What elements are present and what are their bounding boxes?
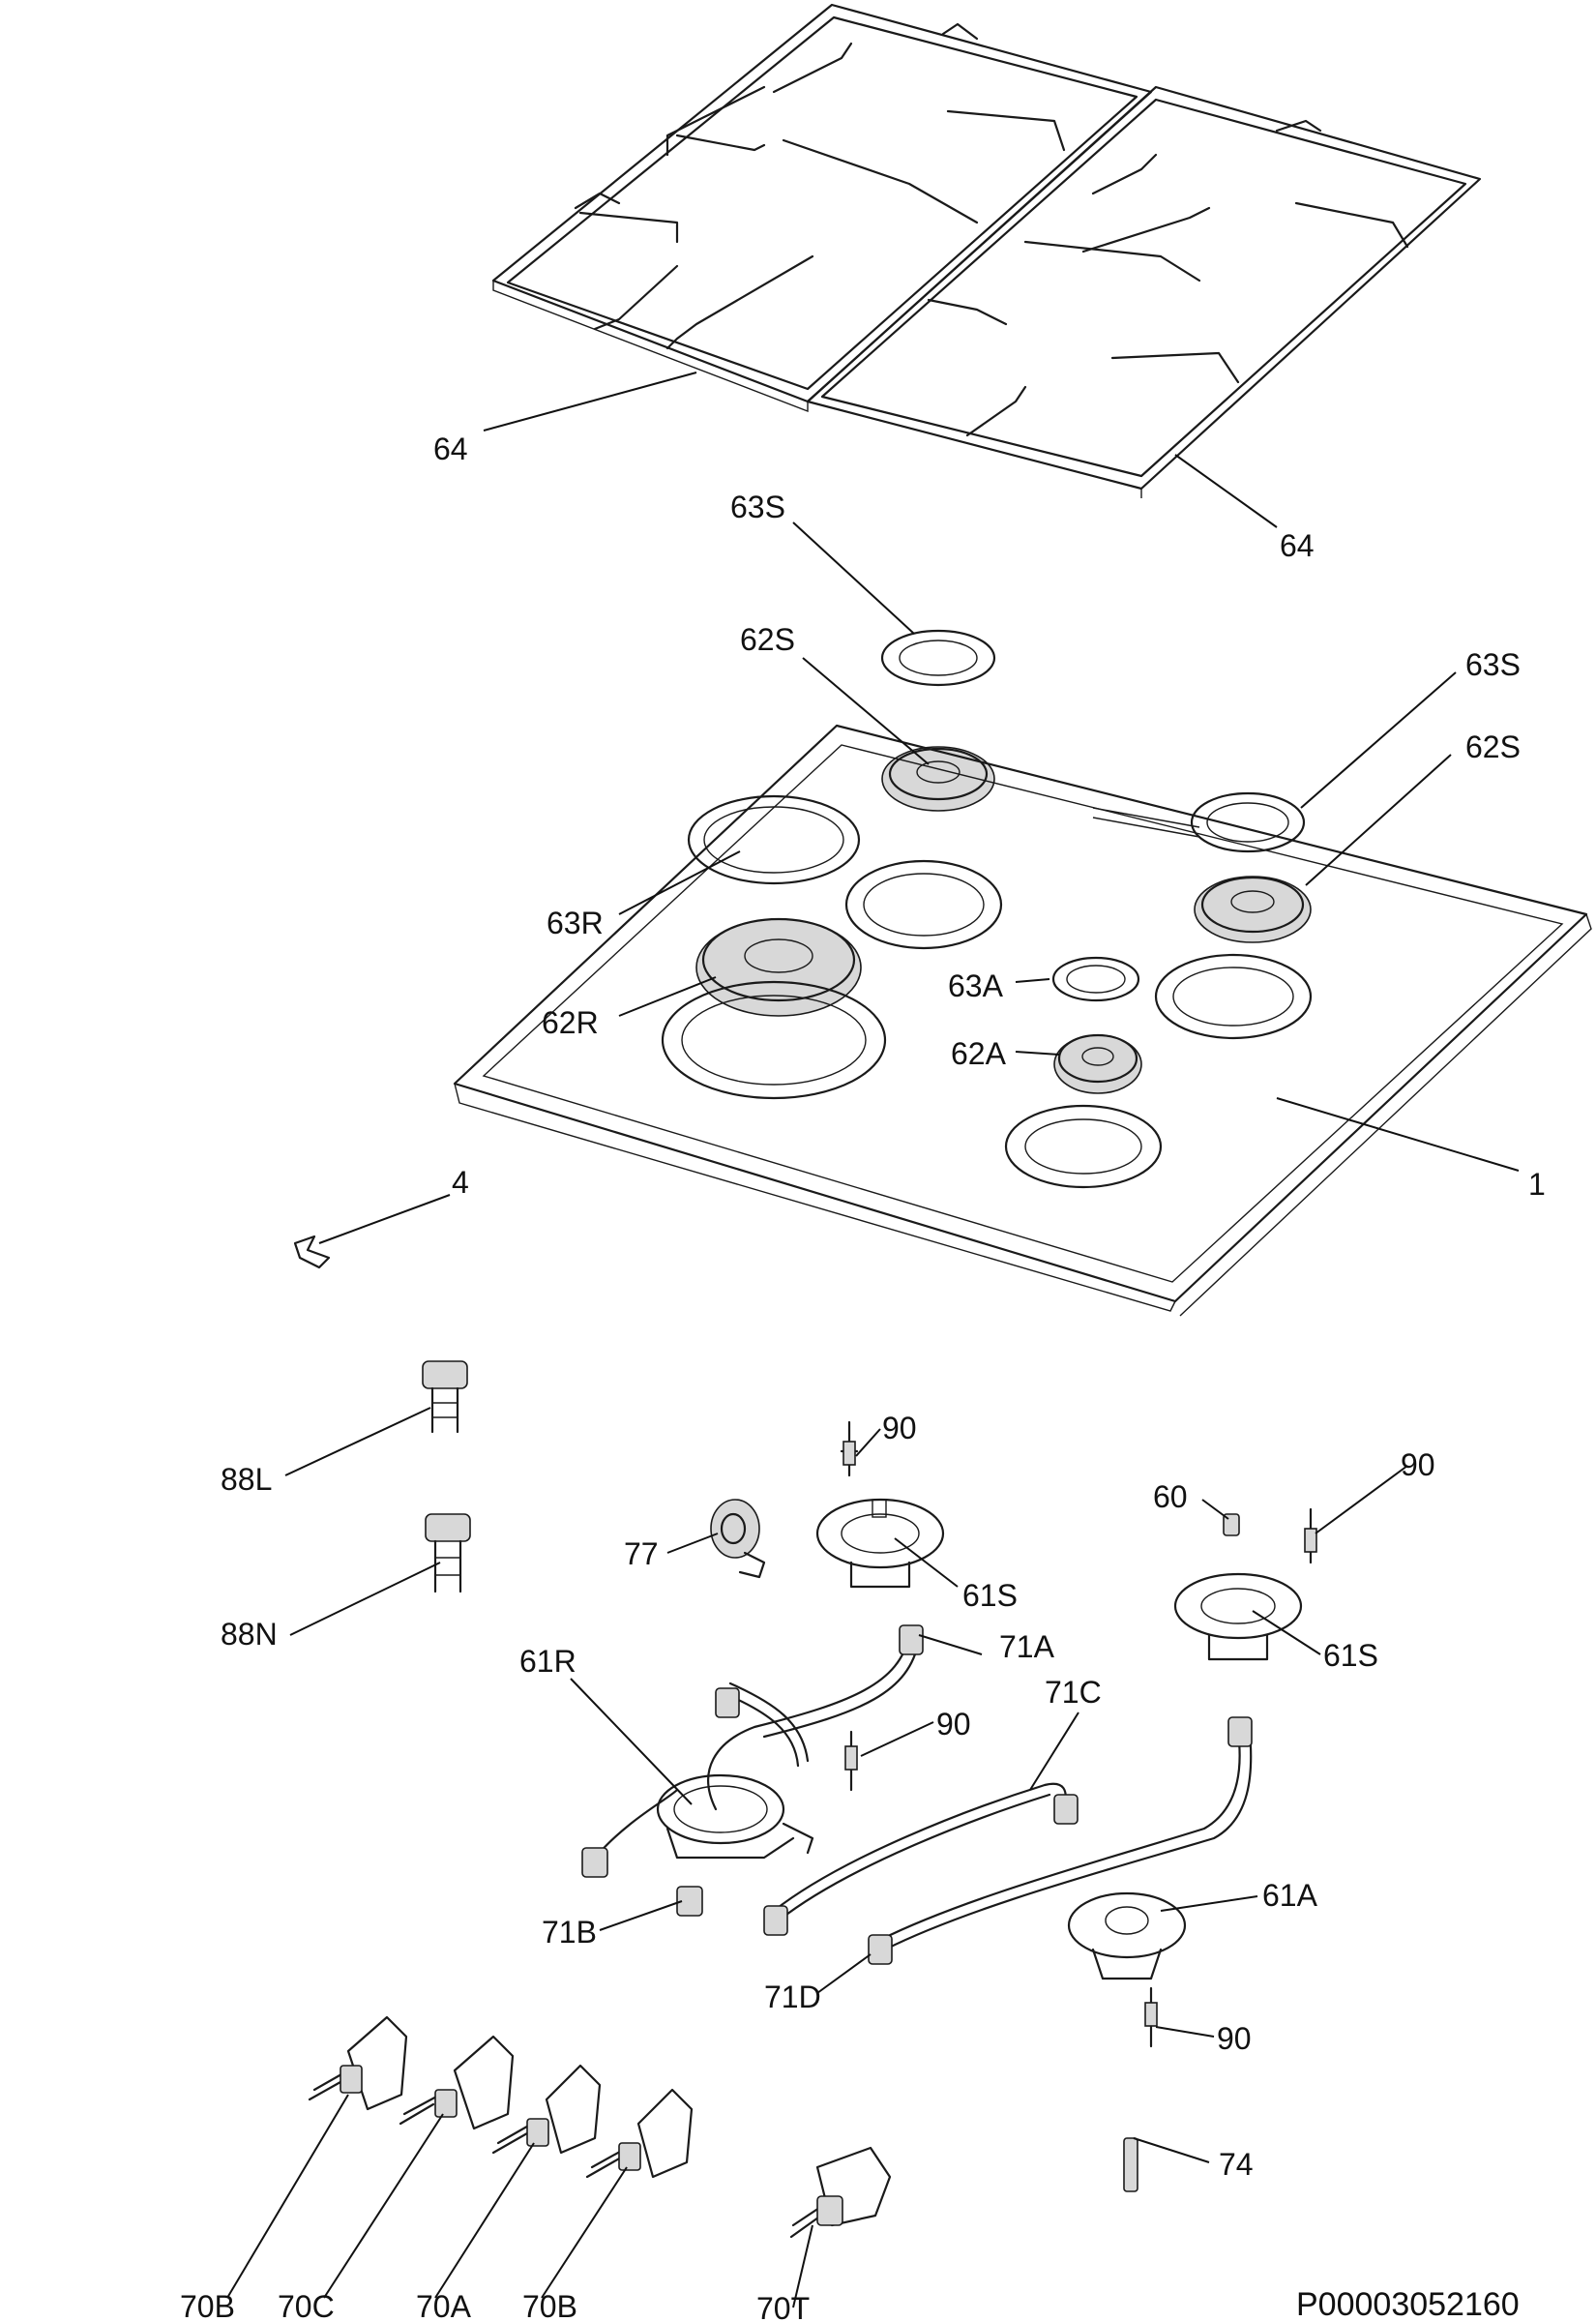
burner-body-61s-left xyxy=(815,1498,945,1589)
callout-70c: 70C xyxy=(278,2289,335,2322)
gas-pipe-71a xyxy=(707,1624,924,1811)
hob-top-panel xyxy=(453,724,1592,1317)
gas-pipe-71c xyxy=(763,1782,1079,1936)
gas-pipe-71b xyxy=(581,1682,810,1917)
elbow-fitting-77 xyxy=(710,1499,766,1579)
callout-90-b: 90 xyxy=(1401,1447,1435,1482)
thermocouple-74 xyxy=(1123,2137,1138,2192)
callout-90-c: 90 xyxy=(936,1707,971,1742)
ignition-electrode-90-b xyxy=(1304,1507,1317,1564)
callout-88n: 88N xyxy=(221,1617,278,1652)
gas-tap-70t xyxy=(789,2146,892,2239)
gas-tap-70b-2 xyxy=(585,2088,694,2179)
callout-64-right: 64 xyxy=(1280,528,1315,563)
burner-body-61s-right xyxy=(1173,1572,1303,1661)
burner-crown-62a xyxy=(1053,1033,1142,1094)
callout-70b-2: 70B xyxy=(522,2289,577,2322)
ignition-electrode-90-a xyxy=(840,1420,859,1477)
burner-body-61r xyxy=(656,1773,814,1860)
document-code: P00003052160 xyxy=(1296,2286,1520,2322)
burner-crown-62r xyxy=(695,917,862,1017)
clip-part-4 xyxy=(293,1235,331,1269)
burner-cap-63s-right xyxy=(1190,791,1306,853)
burner-crown-62s-top xyxy=(881,746,995,812)
gas-connector-88n xyxy=(425,1513,471,1593)
pan-support-left xyxy=(491,3,1153,413)
burner-body-61a xyxy=(1067,1891,1187,1980)
callout-61s-right: 61S xyxy=(1323,1638,1378,1673)
callout-62s-right: 62S xyxy=(1465,729,1521,764)
callout-70t: 70T xyxy=(756,2291,810,2322)
callout-74: 74 xyxy=(1219,2147,1254,2182)
callout-61s-left: 61S xyxy=(962,1578,1018,1613)
callout-1: 1 xyxy=(1528,1167,1546,1202)
callout-70a: 70A xyxy=(416,2289,472,2322)
callout-61r: 61R xyxy=(519,1644,576,1679)
callout-70b-1: 70B xyxy=(180,2289,235,2322)
callout-90-a: 90 xyxy=(882,1411,917,1445)
ignition-electrode-90-c xyxy=(844,1730,858,1792)
callout-71a: 71A xyxy=(999,1629,1055,1664)
gas-pipe-71d xyxy=(868,1716,1253,1965)
callout-63s-right: 63S xyxy=(1465,647,1521,682)
callout-60: 60 xyxy=(1153,1479,1188,1514)
gas-tap-70b-1 xyxy=(308,2015,408,2111)
callout-64-left: 64 xyxy=(433,432,468,466)
callout-63a: 63A xyxy=(948,968,1004,1003)
callout-61a: 61A xyxy=(1262,1878,1318,1913)
leader-lines xyxy=(226,372,1520,2308)
pan-support-right xyxy=(806,85,1482,498)
burner-cap-63a xyxy=(1051,956,1140,1002)
burner-cap-63s-top xyxy=(880,629,996,687)
callout-63r: 63R xyxy=(547,906,604,940)
callout-77: 77 xyxy=(624,1536,659,1571)
gas-tap-70c xyxy=(399,2035,515,2130)
callout-63s-top: 63S xyxy=(730,490,785,524)
callout-71c: 71C xyxy=(1045,1675,1102,1710)
callout-4: 4 xyxy=(452,1165,469,1200)
gas-connector-88l xyxy=(422,1360,468,1434)
callout-62s-top: 62S xyxy=(740,622,795,657)
burner-crown-62s-right xyxy=(1194,876,1312,943)
ignition-electrode-90-d xyxy=(1144,1986,1158,2048)
callout-62a: 62A xyxy=(951,1036,1007,1071)
callout-90-d: 90 xyxy=(1217,2021,1252,2056)
callout-62r: 62R xyxy=(542,1005,599,1040)
callout-71d: 71D xyxy=(764,1980,821,2014)
callout-71b: 71B xyxy=(542,1915,597,1950)
callout-88l: 88L xyxy=(221,1462,272,1497)
gas-tap-70a xyxy=(491,2064,602,2155)
